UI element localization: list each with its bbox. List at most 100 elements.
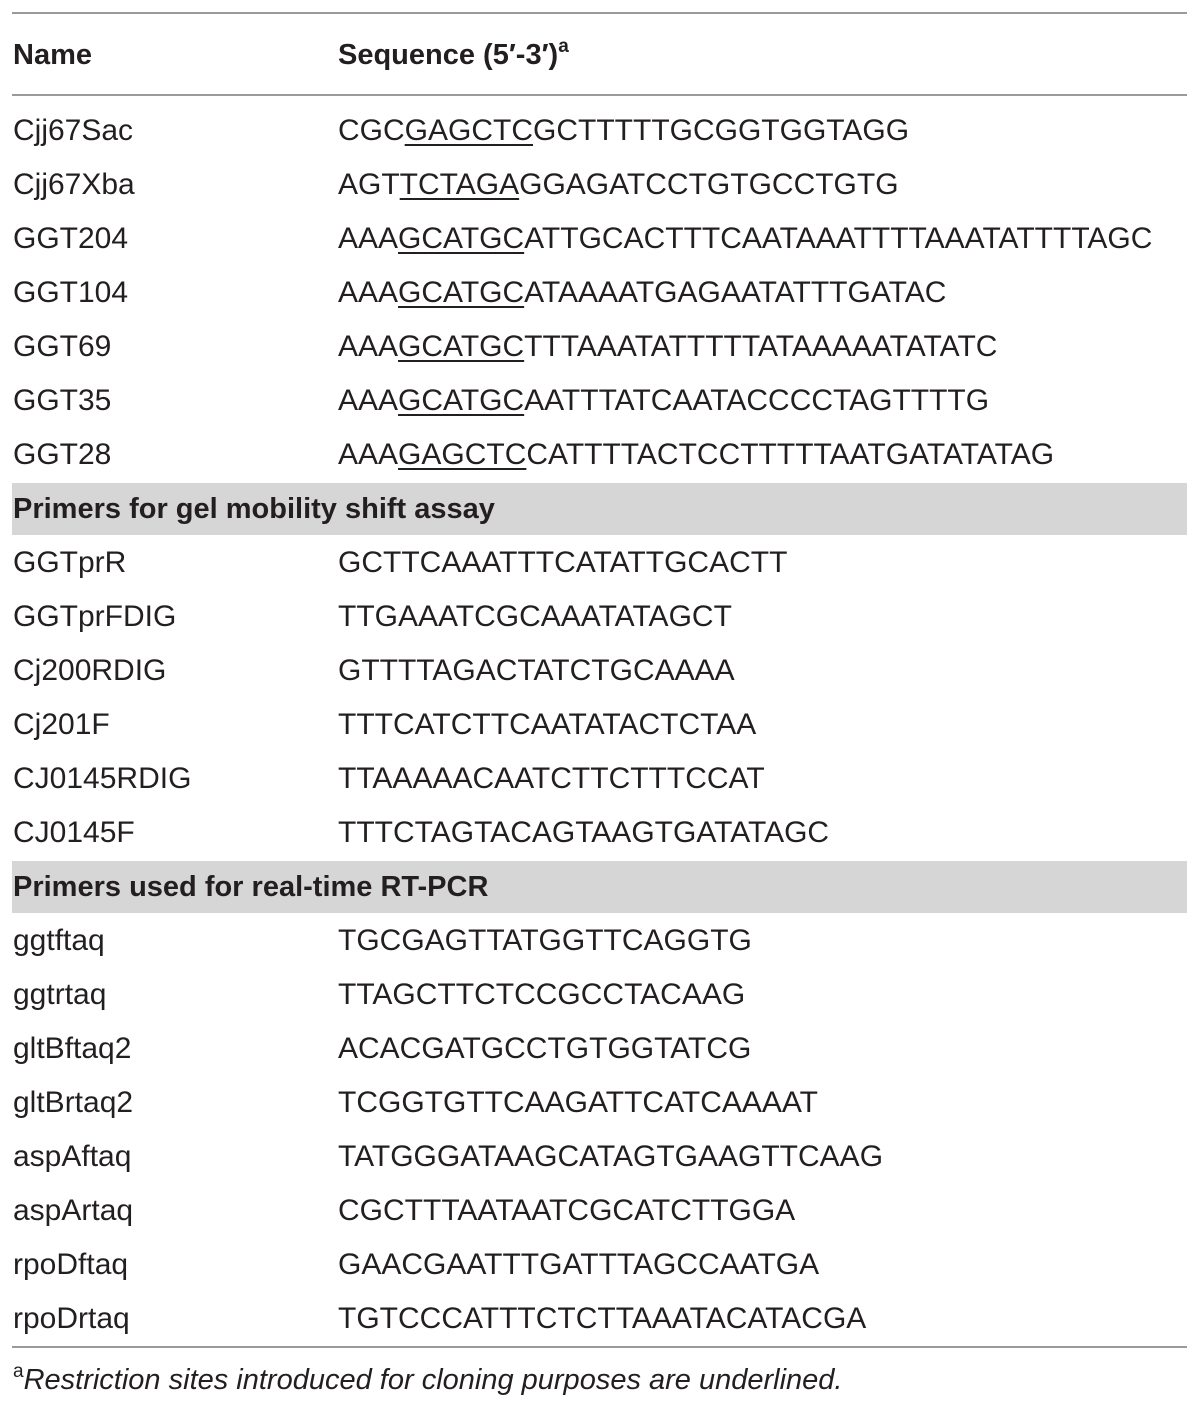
primer-sequence: GAACGAATTTGATTTAGCCAATGA: [338, 1245, 819, 1285]
sequence-prefix: TTGAAATCGCAAATATAGCT: [338, 600, 732, 633]
header-rule: [12, 94, 1187, 96]
header-name: Name: [13, 39, 92, 71]
primer-sequence: AAAGAGCTCCATTTTACTCCTTTTTAATGATATATAG: [338, 435, 1054, 475]
header-sequence-label: Sequence (5′-3′): [338, 39, 559, 71]
header-sequence: Sequence (5′-3′)a: [338, 35, 569, 75]
restriction-site: GAGCTC: [404, 114, 534, 147]
section-header: Primers for gel mobility shift assay: [12, 483, 1187, 535]
restriction-site: GCATGC: [398, 330, 525, 363]
primer-name: GGT69: [13, 330, 112, 363]
table-footnote: aRestriction sites introduced for clonin…: [12, 1348, 1187, 1408]
primer-sequence: TTAAAAACAATCTTCTTTCCAT: [338, 759, 765, 799]
sequence-prefix: TGCGAGTTATGGTTCAGGTG: [338, 924, 752, 957]
primer-sequence: AGTTCTAGAGGAGATCCTGTGCCTGTG: [338, 165, 899, 205]
section-title: Primers used for real-time RT-PCR: [13, 871, 489, 903]
table-row: aspArtaq CGCTTTAATAATCGCATCTTGGA: [12, 1184, 1187, 1238]
primer-name: aspAftaq: [13, 1140, 132, 1173]
sequence-prefix: CGC: [338, 114, 405, 147]
footnote-text: Restriction sites introduced for cloning…: [23, 1364, 843, 1396]
table-row: GGT104 AAAGCATGCATAAAATGAGAATATTTGATAC: [12, 266, 1187, 320]
primer-name: Cj201F: [13, 708, 110, 741]
primer-sequence: TCGGTGTTCAAGATTCATCAAAAT: [338, 1083, 818, 1123]
primer-sequence: TTTCATCTTCAATATACTCTAA: [338, 705, 756, 745]
primer-sequence: TGTCCCATTTCTCTTAAATACATACGA: [338, 1299, 866, 1339]
sequence-prefix: TTTCTAGTACAGTAAGTGATATAGC: [338, 816, 830, 849]
table-row: rpoDrtaq TGTCCCATTTCTCTTAAATACATACGA: [12, 1292, 1187, 1346]
table-row: gltBftaq2 ACACGATGCCTGTGGTATCG: [12, 1022, 1187, 1076]
sequence-prefix: AAA: [338, 276, 399, 309]
primer-name: gltBrtaq2: [13, 1086, 134, 1119]
table-row: Cjj67Xba AGTTCTAGAGGAGATCCTGTGCCTGTG: [12, 158, 1187, 212]
sequence-prefix: TTTCATCTTCAATATACTCTAA: [338, 708, 757, 741]
primer-sequence: GCTTCAAATTTCATATTGCACTT: [338, 543, 787, 583]
table-row: GGTprFDIG TTGAAATCGCAAATATAGCT: [12, 590, 1187, 644]
primer-name: ggtrtaq: [13, 978, 107, 1011]
primer-sequence: AAAGCATGCATTGCACTTTCAATAAATTTTAAATATTTTA…: [338, 219, 1152, 259]
sequence-prefix: AAA: [338, 330, 399, 363]
restriction-site: GCATGC: [398, 384, 525, 417]
primer-name: Cjj67Xba: [13, 168, 135, 201]
table-row: gltBrtaq2 TCGGTGTTCAAGATTCATCAAAAT: [12, 1076, 1187, 1130]
table-row: Cj201F TTTCATCTTCAATATACTCTAA: [12, 698, 1187, 752]
primer-name: aspArtaq: [13, 1194, 134, 1227]
primer-name: GGT104: [13, 276, 129, 309]
sequence-prefix: AAA: [338, 384, 399, 417]
sequence-prefix: AGT: [338, 168, 400, 201]
table-row: GGTprR GCTTCAAATTTCATATTGCACTT: [12, 536, 1187, 590]
sequence-suffix: CATTTTACTCCTTTTTAATGATATATAG: [526, 438, 1055, 471]
table-row: GGT28 AAAGAGCTCCATTTTACTCCTTTTTAATGATATAT…: [12, 428, 1187, 482]
section-title: Primers for gel mobility shift assay: [13, 493, 495, 525]
primer-sequence: TTGAAATCGCAAATATAGCT: [338, 597, 732, 637]
table-row: GGT69 AAAGCATGCTTTAAATATTTTTATAAAAATATATC: [12, 320, 1187, 374]
sequence-suffix: AATTTATCAATACCCCTAGTTTTG: [524, 384, 990, 417]
primer-sequence: AAAGCATGCTTTAAATATTTTTATAAAAATATATC: [338, 327, 997, 367]
table-row: Cjj67Sac CGCGAGCTCGCTTTTTGCGGTGGTAGG: [12, 104, 1187, 158]
primer-name: CJ0145F: [13, 816, 135, 849]
table-header: Name Sequence (5′-3′)a: [12, 14, 1187, 94]
primer-sequence: TTAGCTTCTCCGCCTACAAG: [338, 975, 745, 1015]
table-row: GGT35 AAAGCATGCAATTTATCAATACCCCTAGTTTTG: [12, 374, 1187, 428]
table-row: CJ0145F TTTCTAGTACAGTAAGTGATATAGC: [12, 806, 1187, 860]
table-row: ggtrtaq TTAGCTTCTCCGCCTACAAG: [12, 968, 1187, 1022]
footnote-text-line: aRestriction sites introduced for clonin…: [13, 1360, 842, 1400]
sequence-prefix: AAA: [338, 222, 399, 255]
footnote-marker: a: [13, 1361, 24, 1382]
sequence-prefix: TTAGCTTCTCCGCCTACAAG: [338, 978, 746, 1011]
sequence-prefix: TGTCCCATTTCTCTTAAATACATACGA: [338, 1302, 867, 1335]
sequence-suffix: GGAGATCCTGTGCCTGTG: [519, 168, 899, 201]
primer-name: rpoDrtaq: [13, 1302, 130, 1335]
primer-name: Cjj67Sac: [13, 114, 134, 147]
primer-sequence: CGCTTTAATAATCGCATCTTGGA: [338, 1191, 795, 1231]
restriction-site: GCATGC: [398, 276, 525, 309]
sequence-suffix: TTTAAATATTTTTATAAAAATATATC: [524, 330, 998, 363]
primer-name: GGT204: [13, 222, 129, 255]
primer-sequence: AAAGCATGCATAAAATGAGAATATTTGATAC: [338, 273, 946, 313]
sequence-prefix: CGCTTTAATAATCGCATCTTGGA: [338, 1194, 796, 1227]
top-rule: [12, 12, 1187, 14]
sequence-prefix: AAA: [338, 438, 399, 471]
restriction-site: GAGCTC: [398, 438, 527, 471]
sequence-prefix: GTTTTAGACTATCTGCAAAA: [338, 654, 735, 687]
primer-name: gltBftaq2: [13, 1032, 132, 1065]
primer-name: GGT35: [13, 384, 112, 417]
sequence-suffix: ATAAAATGAGAATATTTGATAC: [524, 276, 947, 309]
primer-name: rpoDftaq: [13, 1248, 129, 1281]
primer-name: GGTprR: [13, 546, 127, 579]
sequence-prefix: GAACGAATTTGATTTAGCCAATGA: [338, 1248, 820, 1281]
sequence-suffix: GCTTTTTGCGGTGGTAGG: [533, 114, 910, 147]
sequence-prefix: TCGGTGTTCAAGATTCATCAAAAT: [338, 1086, 818, 1119]
header-footnote-marker: a: [558, 36, 569, 57]
primer-name: GGTprFDIG: [13, 600, 177, 633]
primer-sequence: AAAGCATGCAATTTATCAATACCCCTAGTTTTG: [338, 381, 989, 421]
table-row: rpoDftaq GAACGAATTTGATTTAGCCAATGA: [12, 1238, 1187, 1292]
primer-name: GGT28: [13, 438, 112, 471]
sequence-suffix: ATTGCACTTTCAATAAATTTTAAATATTTTAGC: [524, 222, 1153, 255]
primer-sequence: ACACGATGCCTGTGGTATCG: [338, 1029, 751, 1069]
bottom-rule: [12, 1346, 1187, 1348]
section-header: Primers used for real-time RT-PCR: [12, 861, 1187, 913]
